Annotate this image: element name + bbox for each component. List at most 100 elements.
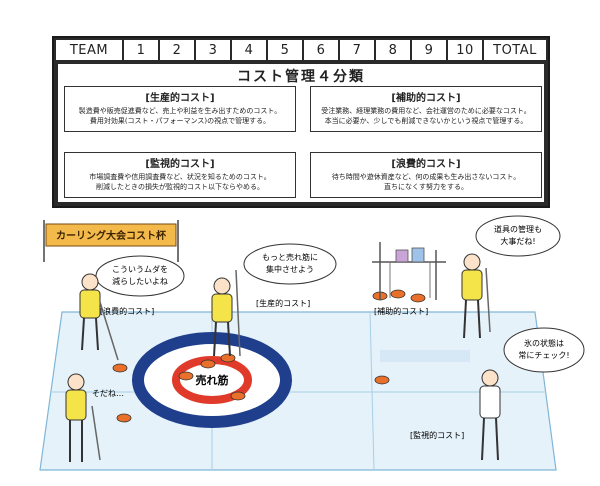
head-icon	[481, 369, 499, 387]
ice-line	[369, 311, 375, 471]
broom-icon	[99, 301, 119, 361]
curling-stone	[390, 289, 406, 299]
person-right-bottom	[479, 369, 501, 461]
bubble-line: 大事だね!	[500, 236, 535, 246]
end-number: 3	[196, 40, 232, 60]
person-right-top	[461, 253, 491, 339]
category-line: 直ちになくす努力をする。	[384, 183, 468, 191]
sodane-text: そだね…	[92, 389, 124, 398]
category-title: [監視的コスト]	[145, 159, 215, 170]
leg-icon	[477, 299, 481, 339]
tool-rack	[372, 242, 446, 300]
person-left-bottom	[65, 373, 101, 462]
end-number: 1	[124, 40, 160, 60]
end-number: 5	[268, 40, 304, 60]
leg-icon	[463, 299, 467, 339]
broom-icon	[485, 267, 491, 333]
end-number: 7	[340, 40, 376, 60]
leg-icon	[213, 321, 217, 357]
category-line: 費用対効果(コスト・パフォーマンス)の視点で管理する。	[89, 117, 271, 125]
speech-bubble-waste: こういうムダを 減らしたいよね	[95, 255, 185, 297]
category-line: 待ち時間や遊休資産など、何の成果も生み出さないコスト。	[331, 173, 521, 181]
curling-stone	[410, 293, 426, 303]
bubble-line: こういうムダを	[112, 264, 168, 274]
banner-cloth	[45, 223, 177, 247]
panel-title: コスト管理４分類	[237, 69, 365, 85]
curling-scene: 売れ筋 カーリング大会コスト杯 こういうムダを 減らしたいよね もっと売れ筋に …	[39, 215, 585, 471]
bubble-line: もっと売れ筋に	[262, 252, 318, 262]
target-label: 売れ筋	[196, 373, 229, 387]
curling-stone	[112, 363, 128, 373]
end-number: 4	[232, 40, 268, 60]
person-center	[211, 269, 241, 357]
category-title: [補助的コスト]	[391, 93, 461, 104]
curling-stones	[112, 289, 426, 423]
speech-bubble-ice: 氷の状態は 常にチェック!	[503, 327, 585, 373]
shirt-icon	[479, 385, 501, 419]
bubble-line: 常にチェック!	[518, 351, 569, 360]
bubble-line: 道具の管理も	[494, 224, 542, 234]
head-icon	[81, 273, 99, 291]
category-box-monitoring: [監視的コスト] 市場調査費や信用調査費など、状況を知るためのコスト。 削減した…	[64, 152, 296, 198]
person-left-top	[79, 273, 119, 361]
curling-stone	[116, 413, 132, 423]
bubble-shape	[475, 215, 561, 257]
leg-icon	[481, 417, 485, 461]
speech-bubble-bestseller: もっと売れ筋に 集中させよう	[243, 243, 337, 285]
bubble-shape	[95, 255, 185, 297]
tag-productive-cost: [生産的コスト]	[256, 298, 310, 308]
shirt-icon	[65, 389, 87, 421]
category-line: 市場調査費や信用調査費など、状況を知るためのコスト。	[89, 173, 271, 181]
end-number: 2	[160, 40, 196, 60]
category-line: 本当に必要か、少しでも削減できないかという視点で管理する。	[324, 117, 528, 125]
team-label: TEAM	[56, 40, 124, 60]
house-inner-ring	[172, 356, 252, 404]
category-line: 受注業務、経理業務の費用など、会社運営のために必要なコスト。	[321, 107, 531, 115]
tournament-banner: カーリング大会コスト杯	[43, 220, 179, 262]
category-title: [浪費的コスト]	[391, 159, 461, 170]
total-label: TOTAL	[493, 42, 537, 58]
banner-text: カーリング大会コスト杯	[56, 229, 167, 242]
leg-icon	[95, 317, 99, 351]
curling-stone	[178, 371, 194, 381]
leg-icon	[81, 317, 85, 351]
cost-management-panel: コスト管理４分類 [生産的コスト] 製造費や販売促進費など、売上や利益を生み出す…	[58, 64, 544, 202]
bag-icon	[411, 247, 425, 263]
category-box-wasteful: [浪費的コスト] 待ち時間や遊休資産など、何の成果も生み出さないコスト。 直ちに…	[310, 152, 542, 198]
shirt-icon	[211, 293, 233, 323]
leg-icon	[495, 417, 499, 461]
broom-icon	[235, 269, 241, 357]
curling-stone	[230, 391, 246, 401]
speech-bubble-tools: 道具の管理も 大事だね!	[475, 215, 561, 257]
bubble-line: 氷の状態は	[524, 338, 564, 348]
curling-stone	[200, 359, 216, 369]
curling-stone	[374, 375, 390, 385]
scoreboard-header-row: TEAM 1 2 3 4 5 6 7 8 9 10 TOTAL	[56, 40, 546, 60]
broom-icon	[91, 405, 101, 461]
category-box-productive: [生産的コスト] 製造費や販売促進費など、売上や利益を生み出すためのコスト。 費…	[64, 86, 296, 132]
bubble-line: 集中させよう	[266, 264, 314, 274]
head-icon	[213, 277, 231, 295]
category-line: 製造費や販売促進費など、売上や利益を生み出すためのコスト。	[78, 107, 282, 115]
bubble-shape	[503, 327, 585, 373]
scoreboard: TEAM 1 2 3 4 5 6 7 8 9 10 TOTAL コスト管理４分類…	[52, 36, 550, 208]
category-line: 削減したときの損失が監視的コスト以下ならやめる。	[96, 183, 264, 191]
tag-monitoring-cost: [監視的コスト]	[410, 430, 464, 440]
bag-icon	[395, 249, 409, 263]
bubble-line: 減らしたいよね	[112, 276, 168, 286]
head-icon	[67, 373, 85, 391]
tag-wasteful-cost: [浪費的コスト]	[100, 306, 154, 316]
head-icon	[463, 253, 481, 271]
end-number: 8	[376, 40, 412, 60]
end-number: 10	[448, 40, 484, 60]
category-box-auxiliary: [補助的コスト] 受注業務、経理業務の費用など、会社運営のために必要なコスト。 …	[310, 86, 542, 132]
category-title: [生産的コスト]	[145, 93, 215, 104]
ice-marking	[380, 350, 470, 362]
end-number: 6	[304, 40, 340, 60]
shirt-icon	[461, 269, 483, 301]
tag-auxiliary-cost: [補助的コスト]	[374, 306, 428, 316]
leg-icon	[227, 321, 231, 357]
bubble-shape	[243, 243, 337, 285]
shirt-icon	[79, 289, 101, 319]
end-number: 9	[412, 40, 448, 60]
